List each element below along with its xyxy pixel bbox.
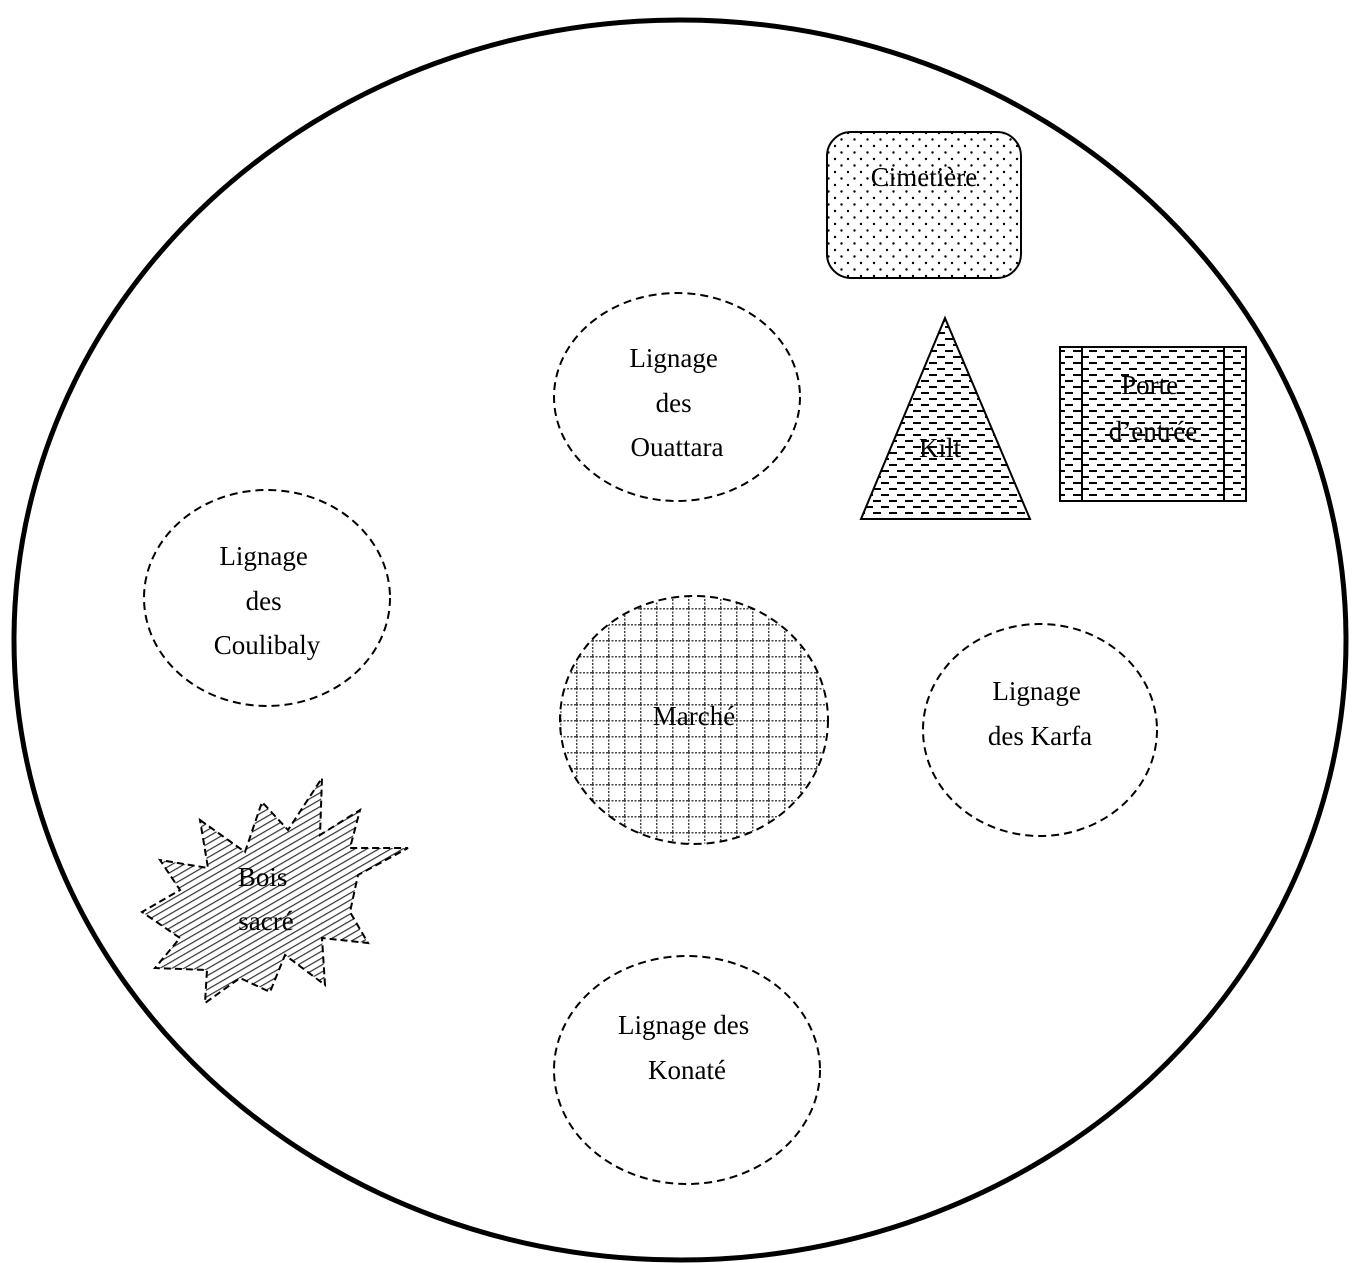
kilt-triangle-shape	[859, 315, 1032, 520]
coulibaly-lineage-label: Lignage des Coulibaly	[214, 541, 321, 660]
ouattara-lineage-zone: Lignage des Ouattara	[553, 292, 801, 502]
karfa-lineage-shape	[922, 623, 1158, 837]
ouattara-lineage-shape	[553, 292, 801, 502]
konate-lineage-label: Lignage des Konaté	[618, 1010, 756, 1085]
market-label: Marché	[653, 701, 735, 731]
cemetery-label: Cimetière	[871, 162, 977, 192]
coulibaly-lineage-zone: Lignage des Coulibaly	[143, 489, 391, 707]
market-shape	[559, 595, 829, 845]
konate-lineage-zone: Lignage des Konaté	[553, 955, 821, 1185]
market-zone: Marché	[559, 595, 829, 845]
karfa-lineage-label: Lignage des Karfa	[988, 676, 1092, 751]
sacred-grove-zone: Bois sacré	[140, 774, 409, 1006]
ouattara-lineage-label: Lignage des Ouattara	[629, 343, 724, 462]
entrance-gate-shape	[1059, 346, 1247, 502]
entrance-gate-label: Porte d’entrée	[1109, 370, 1197, 446]
cemetery-shape	[826, 131, 1022, 279]
cemetery-zone: Cimetière	[826, 131, 1022, 279]
konate-lineage-shape	[553, 955, 821, 1185]
sacred-grove-label: Bois sacré	[238, 862, 294, 936]
kilt-label: Kilt	[919, 433, 962, 463]
entrance-gate-zone: Porte d’entrée	[1059, 346, 1247, 502]
coulibaly-lineage-shape	[143, 489, 391, 707]
karfa-lineage-zone: Lignage des Karfa	[922, 623, 1158, 837]
sacred-grove-starburst-shape	[140, 774, 409, 1006]
kilt-zone: Kilt	[859, 315, 1032, 520]
